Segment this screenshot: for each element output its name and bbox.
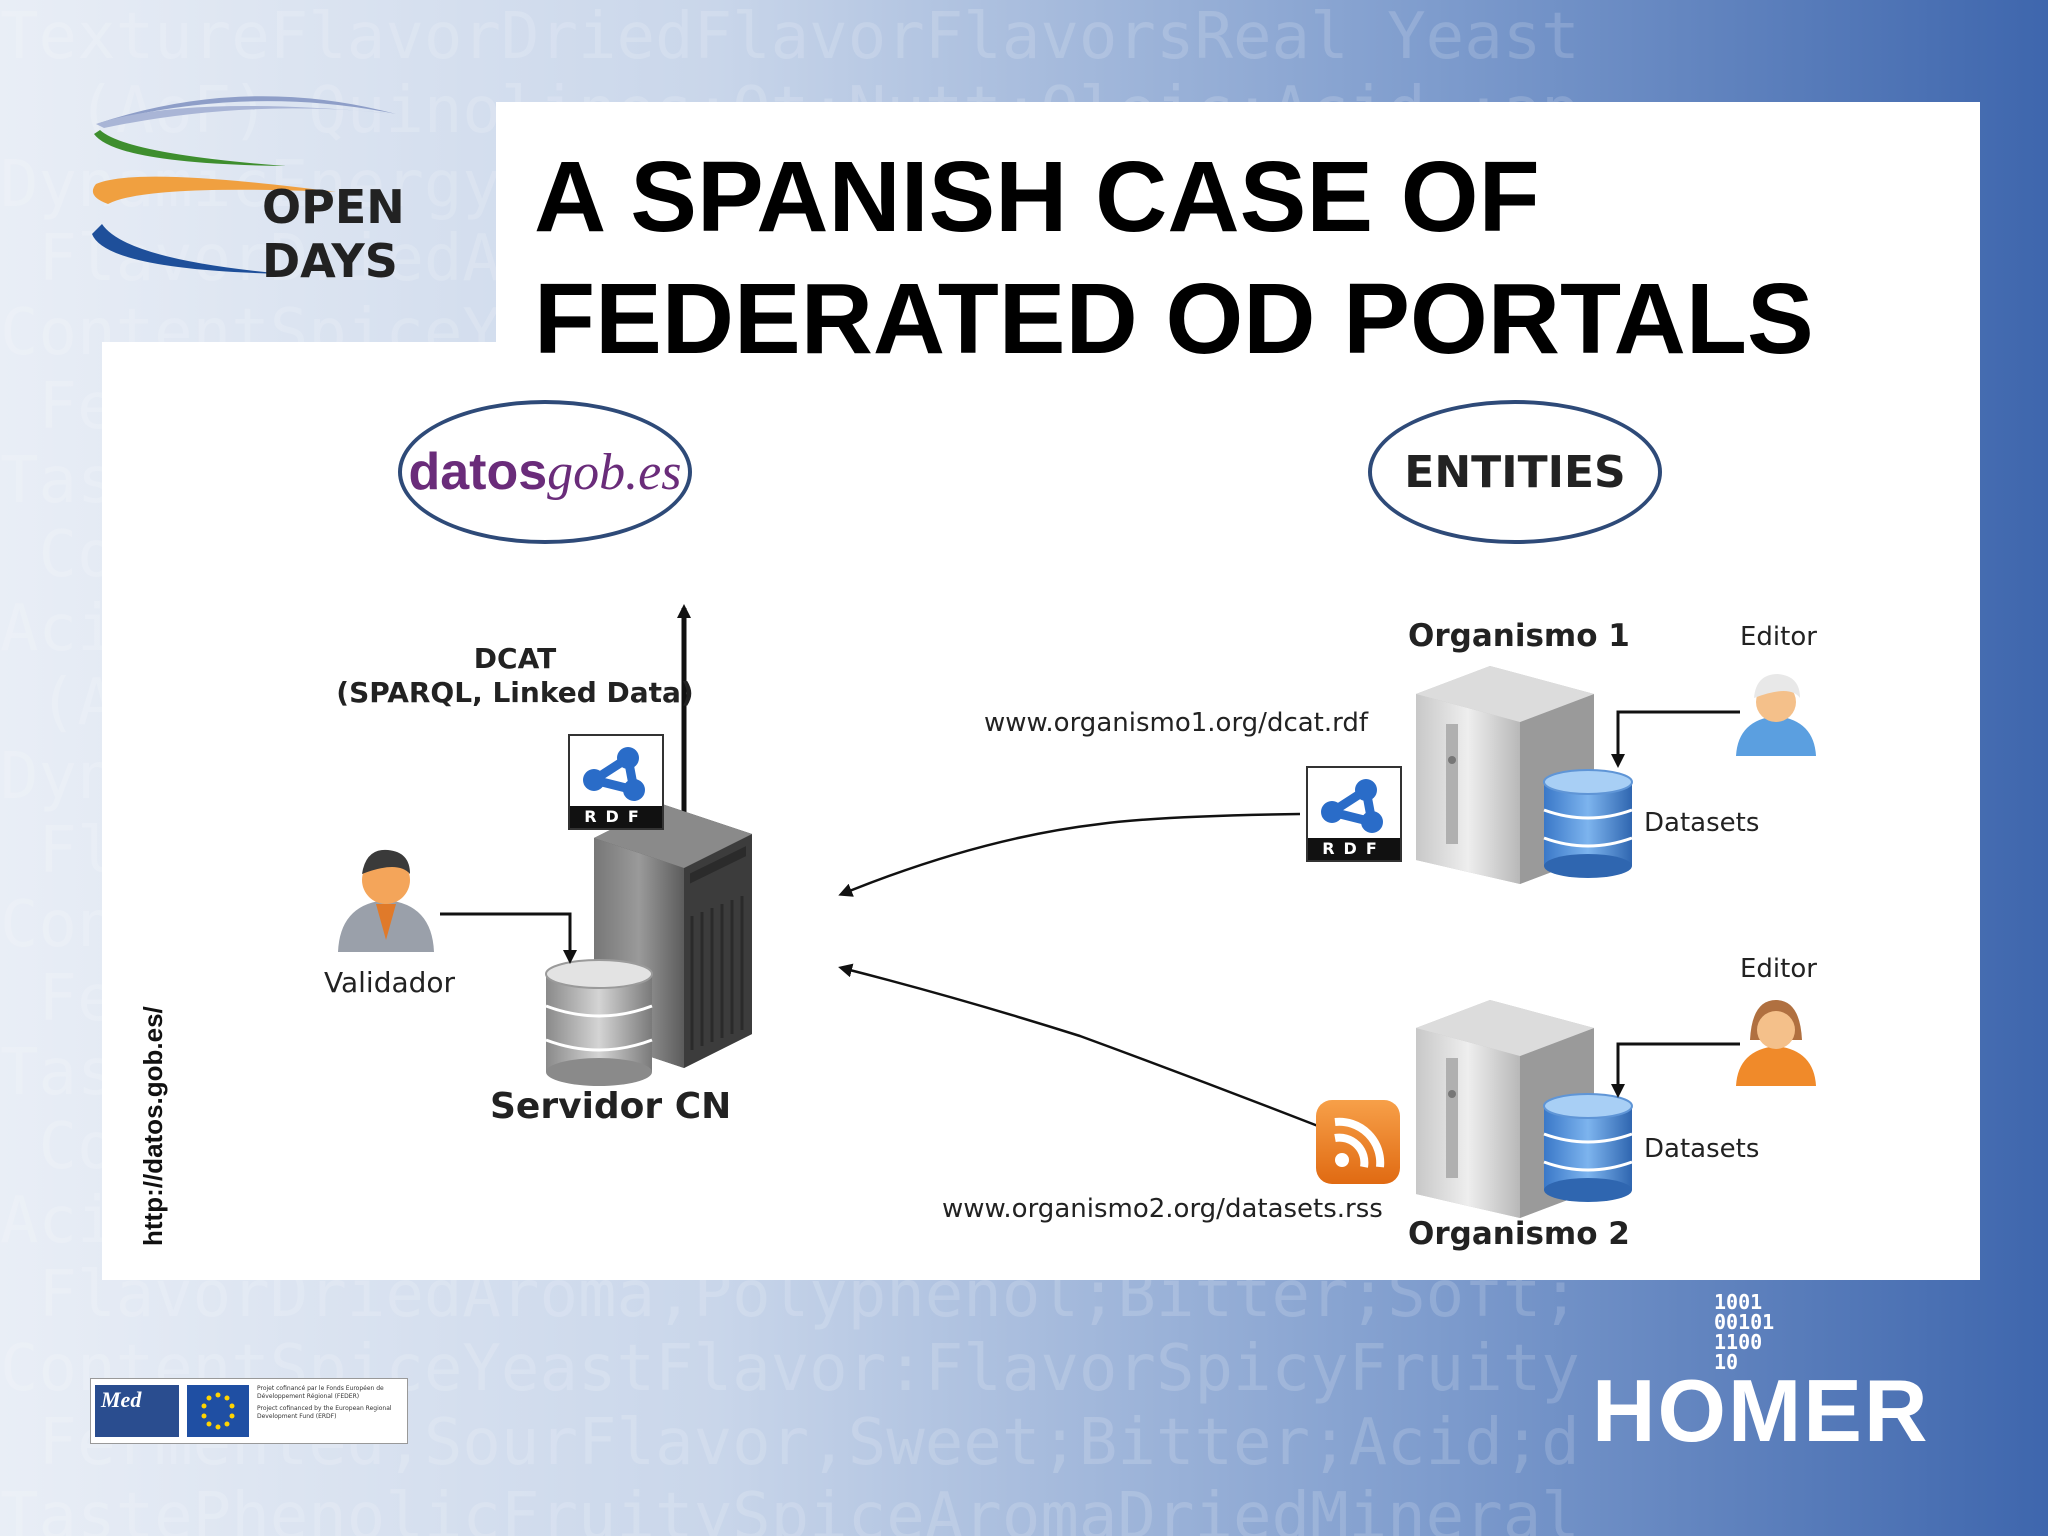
homer-bits-row-4: 10 <box>1714 1350 1739 1374</box>
validador-to-db-arrow <box>440 912 577 964</box>
homer-binary-bits: 1001 00101 1100 10 <box>1714 1292 1774 1372</box>
homer-logo: HOMER <box>1592 1361 1930 1460</box>
gob-es-text: gob.es <box>547 444 682 501</box>
eu-funding-text-fr: Projet cofinancé par le Fonds Européen d… <box>257 1385 384 1400</box>
homer-bits-row-1: 1001 <box>1714 1290 1763 1314</box>
rdf-icon-central: RDF <box>568 734 664 830</box>
rdf-label-organismo1: RDF <box>1308 838 1400 860</box>
servidor-cn-label: Servidor CN <box>490 1086 732 1127</box>
organismo1-database-icon <box>1543 769 1633 878</box>
harvest-arrow-organismo2 <box>838 963 1319 1128</box>
editor1-person-icon <box>1736 674 1816 756</box>
eu-flag-icon <box>187 1385 249 1437</box>
title-line-1: A SPANISH CASE OF <box>534 141 1540 253</box>
side-url-label: http://datos.gob.es/ <box>138 1006 168 1246</box>
homer-bits-row-3: 1100 <box>1714 1330 1763 1354</box>
central-database-icon <box>545 959 653 1086</box>
validador-person-icon <box>338 849 434 952</box>
organismo2-url: www.organismo2.org/datasets.rss <box>942 1194 1383 1224</box>
editor2-person-icon <box>1736 1000 1816 1086</box>
title-panel <box>496 102 1980 344</box>
entities-label: ENTITIES <box>1404 446 1626 498</box>
open-days-line-1: OPEN <box>262 180 405 234</box>
datasets2-label: Datasets <box>1644 1134 1760 1164</box>
title-line-2: FEDERATED OD PORTALS <box>534 263 1814 375</box>
validador-label: Validador <box>324 966 456 999</box>
editor2-label: Editor <box>1740 954 1817 984</box>
eu-med-logo: Med Projet cofinancé par le Fonds Europé… <box>90 1378 408 1444</box>
organismo2-label: Organismo 2 <box>1408 1216 1630 1252</box>
editor1-label: Editor <box>1740 622 1817 652</box>
open-days-line-2: DAYS <box>262 234 398 288</box>
eu-funding-text: Projet cofinancé par le Fonds Européen d… <box>257 1385 403 1421</box>
open-days-text: OPEN DAYS <box>262 180 405 288</box>
datasets1-label: Datasets <box>1644 808 1760 838</box>
editor2-to-datasets-arrow <box>1611 1042 1740 1098</box>
homer-bits-row-2: 00101 <box>1714 1310 1775 1334</box>
datos-text: datos <box>408 443 548 501</box>
organismo1-url: www.organismo1.org/dcat.rdf <box>984 708 1369 738</box>
organismo2-database-icon <box>1543 1093 1633 1202</box>
open-days-logo <box>92 96 396 274</box>
med-programme-logo: Med <box>95 1385 179 1437</box>
dcat-label: DCAT (SPARQL, Linked Data) <box>330 642 700 710</box>
dcat-line-2: (SPARQL, Linked Data) <box>336 676 694 709</box>
rss-symbol-icon <box>1334 1117 1385 1168</box>
harvest-arrow-organismo1 <box>838 812 1301 897</box>
entities-oval: ENTITIES <box>1368 400 1662 544</box>
med-logo-text: Med <box>101 1387 142 1412</box>
eu-funding-text-en: Project cofinanced by the European Regio… <box>257 1405 392 1420</box>
datos-gob-es-oval: datosgob.es <box>398 400 692 544</box>
organismo1-label: Organismo 1 <box>1408 618 1630 654</box>
editor1-to-datasets-arrow <box>1611 710 1740 768</box>
rdf-label-central: RDF <box>570 806 662 828</box>
datos-gob-es-logo: datosgob.es <box>408 442 681 502</box>
dcat-line-1: DCAT <box>473 642 557 675</box>
slide-title: A SPANISH CASE OF FEDERATED OD PORTALS <box>534 136 1814 380</box>
rdf-icon-organismo1: RDF <box>1306 766 1402 862</box>
